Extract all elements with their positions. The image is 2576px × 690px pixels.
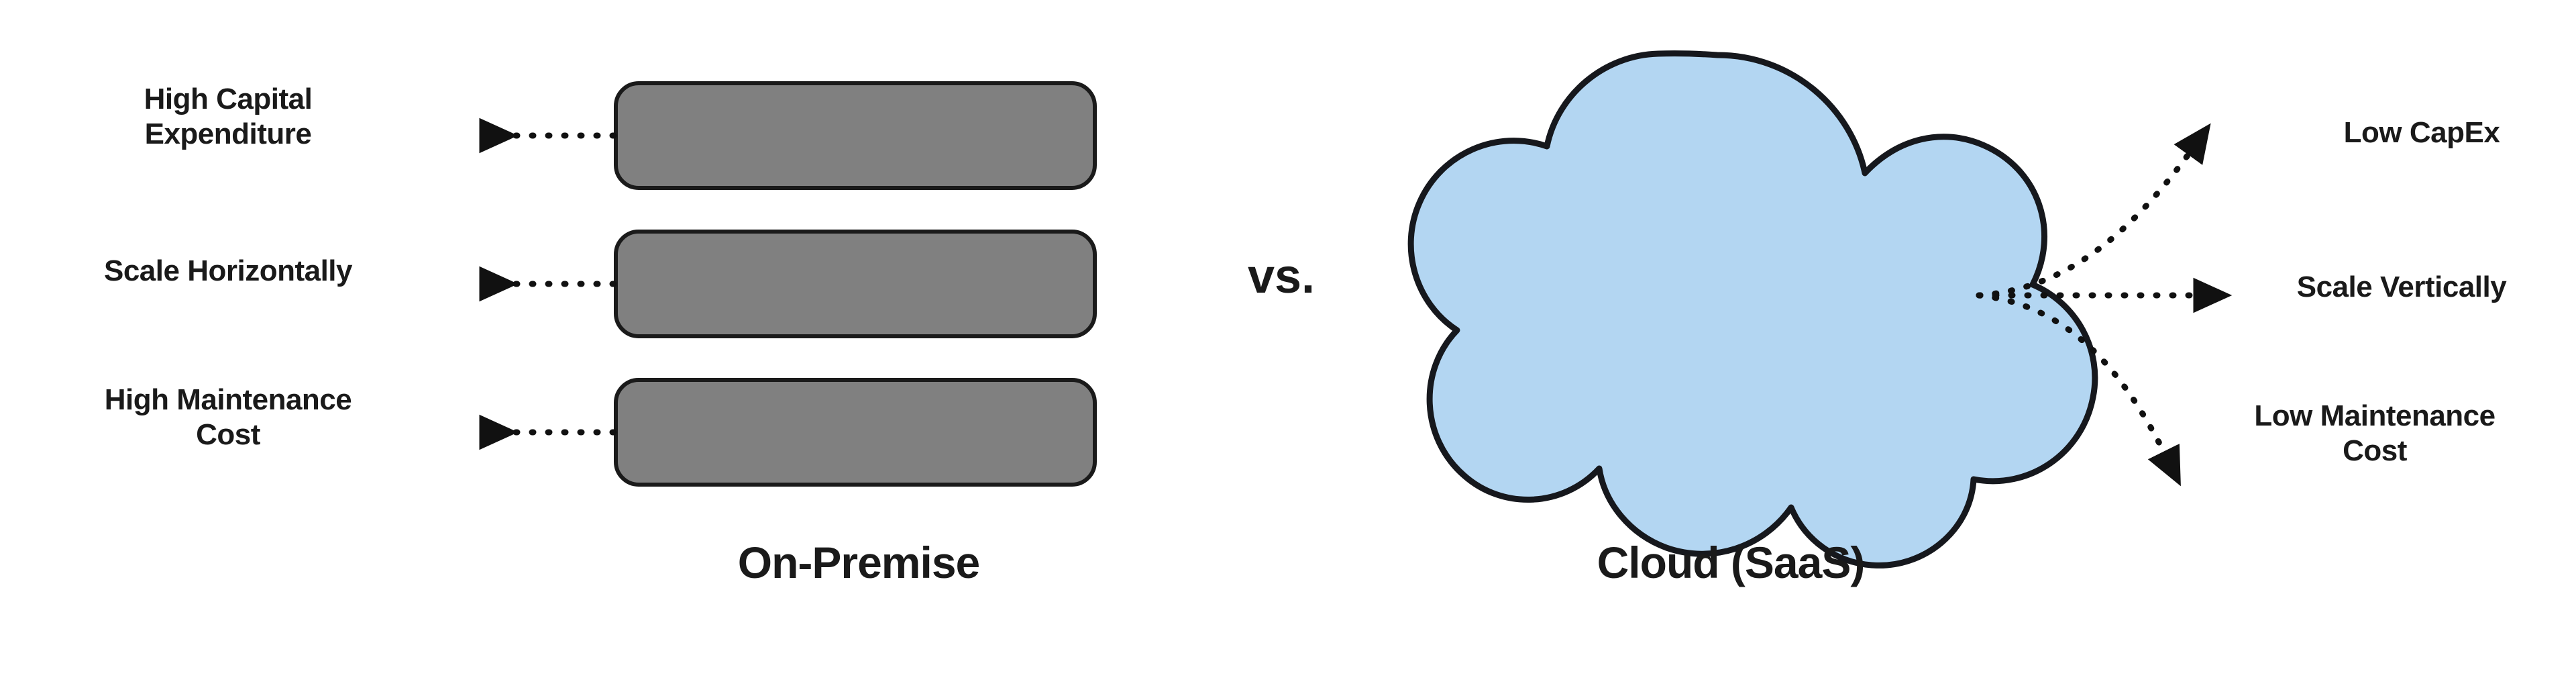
server-node-1[interactable] <box>614 81 1097 190</box>
onprem-feature-label-1: High Capital Expenditure <box>144 83 313 150</box>
onprem-caption: On-Premise <box>737 538 980 587</box>
server-stack <box>614 81 1097 487</box>
cloud-caption: Cloud (SaaS) <box>1597 538 1866 587</box>
cloud-outline <box>1407 50 2098 569</box>
connector-cloud-3 <box>1976 292 2181 487</box>
cloud-feature-label-3: Low Maintenance Cost <box>2254 399 2496 467</box>
onprem-feature-label-3: High Maintenance Cost <box>104 383 352 451</box>
server-node-3[interactable] <box>614 378 1097 487</box>
server-node-2[interactable] <box>614 230 1097 338</box>
cloud-shape[interactable] <box>1407 50 2098 569</box>
cloud-feature-label-2: Scale Vertically <box>2296 270 2507 303</box>
onprem-feature-label-2: Scale Horizontally <box>103 254 353 287</box>
cloud-feature-label-1: Low CapEx <box>2343 116 2500 149</box>
cloud-connectors <box>1976 123 2233 487</box>
connector-cloud-1 <box>1976 123 2211 299</box>
versus-label: vs. <box>1247 250 1316 303</box>
onprem-connectors <box>479 117 617 450</box>
